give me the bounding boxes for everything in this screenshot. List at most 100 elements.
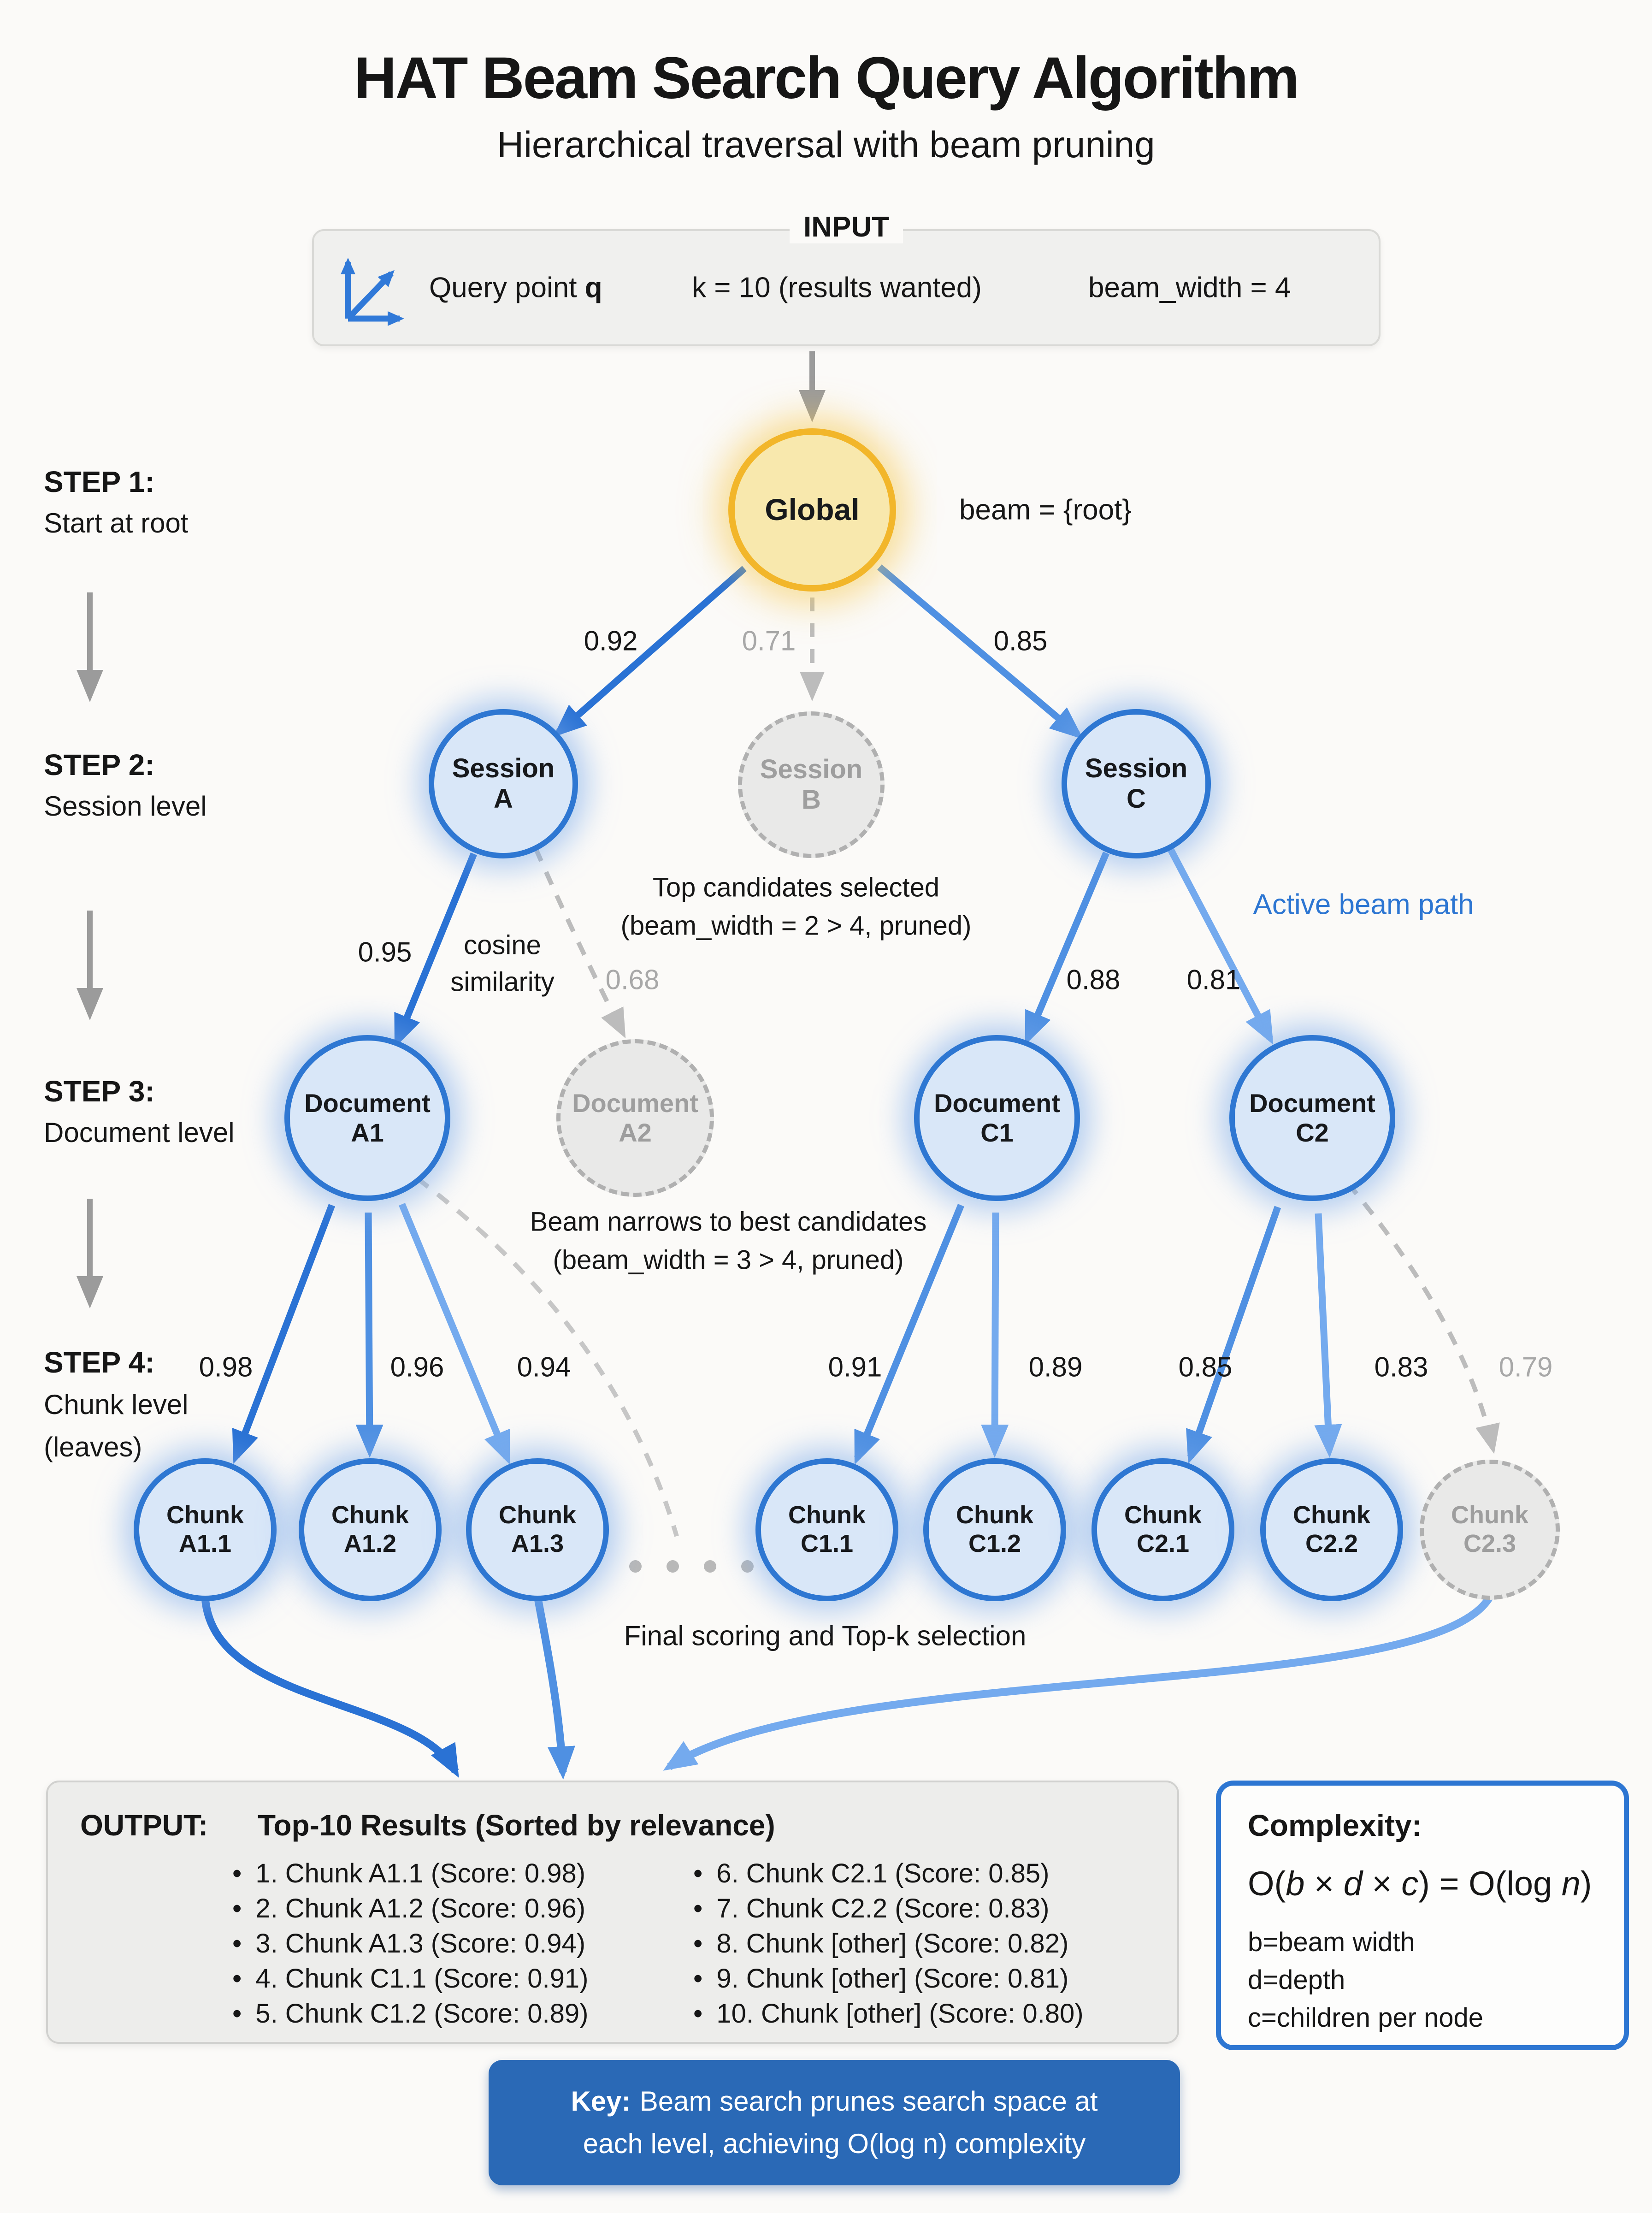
result-item: 9. Chunk [other] (Score: 0.81)	[693, 1961, 1084, 1996]
ellipsis-dots	[629, 1560, 754, 1573]
doc-c1-line2: C1	[980, 1118, 1014, 1147]
chunk-c21-line1: Chunk	[1124, 1501, 1202, 1529]
result-item: 2. Chunk A1.2 (Score: 0.96)	[232, 1891, 588, 1926]
score-chunk-c22: 0.83	[1374, 1351, 1428, 1383]
cosine-similarity-line1: cosine	[464, 930, 541, 960]
score-session-c-doc-c1: 0.88	[1066, 964, 1121, 995]
node-chunk-a12: Chunk A1.2	[299, 1458, 442, 1601]
cosine-similarity-line2: similarity	[450, 967, 555, 997]
input-beam-width: beam_width = 4	[1088, 272, 1291, 304]
score-chunk-a12: 0.96	[390, 1351, 444, 1383]
formula-part: O(	[1248, 1864, 1286, 1903]
step4-desc2: (leaves)	[44, 1432, 142, 1462]
chunk-c21-line2: C2.1	[1136, 1530, 1190, 1557]
result-item: 4. Chunk C1.1 (Score: 0.91)	[232, 1961, 588, 1996]
final-scoring-label: Final scoring and Top-k selection	[624, 1620, 1027, 1651]
complexity-formula: O(b × d × c) = O(log n)	[1248, 1864, 1592, 1903]
score-global-session-a: 0.92	[584, 625, 638, 657]
chunk-c23-line2: C2.3	[1463, 1530, 1516, 1557]
score-session-a-doc-a1: 0.95	[358, 936, 412, 968]
edge-doc-c2-chunk-c22	[1314, 1213, 1342, 1458]
step2-title: STEP 2:	[44, 748, 155, 781]
edge-doc-c2-chunk-c21	[1186, 1206, 1281, 1464]
top-candidates-note-line2: (beam_width = 2 > 4, pruned)	[620, 911, 972, 941]
page-title: HAT Beam Search Query Algorithm	[354, 45, 1299, 111]
session-b-line2: B	[802, 785, 821, 815]
edge-doc-a1-chunk-a13	[399, 1203, 510, 1465]
chunk-a11-line2: A1.1	[178, 1530, 232, 1557]
session-a-line2: A	[494, 784, 513, 814]
doc-c2-line1: Document	[1249, 1089, 1375, 1118]
key-line2: each level, achieving O(log n) complexit…	[583, 2128, 1086, 2159]
score-session-a-doc-a2: 0.68	[605, 964, 660, 995]
edge-session-c-doc-c1	[1025, 852, 1109, 1045]
step3-desc: Document level	[44, 1117, 235, 1148]
result-item: 10. Chunk [other] (Score: 0.80)	[693, 1996, 1083, 2031]
session-a-line1: Session	[452, 753, 555, 783]
chunk-a12-line2: A1.2	[343, 1530, 397, 1557]
edge-global-session-c	[877, 564, 1084, 740]
output-list-col2: 6. Chunk C2.1 (Score: 0.85) 7. Chunk C2.…	[693, 1856, 1084, 2031]
edge-doc-a1-pruned-chunks	[415, 1177, 679, 1537]
chunk-a13-line1: Chunk	[499, 1501, 576, 1529]
input-k: k = 10 (results wanted)	[692, 272, 982, 304]
chunk-c11-line1: Chunk	[788, 1501, 866, 1529]
node-session-b-pruned: Session B	[738, 711, 885, 858]
chunk-c12-line2: C1.2	[968, 1530, 1021, 1557]
result-item: 3. Chunk A1.3 (Score: 0.94)	[232, 1926, 588, 1961]
formula-var-d: d	[1343, 1864, 1363, 1903]
node-session-c: Session C	[1062, 709, 1211, 858]
chunk-a13-line2: A1.3	[511, 1530, 564, 1557]
formula-var-c: c	[1401, 1864, 1419, 1903]
node-chunk-c11: Chunk C1.1	[755, 1458, 898, 1601]
chunk-c11-line2: C1.1	[800, 1530, 854, 1557]
complexity-title: Complexity:	[1248, 1808, 1422, 1842]
result-item: 5. Chunk C1.2 (Score: 0.89)	[232, 1996, 588, 2031]
key-bold: Key:	[571, 2086, 631, 2117]
edge-global-session-a	[553, 566, 747, 737]
score-chunk-c11: 0.91	[828, 1351, 882, 1383]
step4-title: STEP 4:	[44, 1346, 155, 1379]
step2-desc: Session level	[44, 791, 207, 822]
output-title: Top-10 Results (Sorted by relevance)	[258, 1809, 775, 1842]
chunk-a11-line1: Chunk	[166, 1501, 244, 1529]
score-chunk-a11: 0.98	[199, 1351, 253, 1383]
node-doc-a2-pruned: Document A2	[556, 1039, 714, 1197]
node-chunk-c12: Chunk C1.2	[923, 1458, 1066, 1601]
arrow-chunks-to-output-left	[201, 1597, 459, 1778]
chunk-c22-line2: C2.2	[1305, 1530, 1358, 1557]
node-doc-a1: Document A1	[284, 1035, 450, 1201]
chunk-c12-line1: Chunk	[956, 1501, 1033, 1529]
score-chunk-c12: 0.89	[1028, 1351, 1083, 1383]
key-callout: Key:Beam search prunes search space at e…	[489, 2060, 1180, 2185]
session-c-line2: C	[1127, 784, 1146, 814]
arrow-chunks-to-output-mid	[533, 1595, 575, 1780]
doc-c2-line2: C2	[1296, 1118, 1329, 1147]
top-candidates-note-line1: Top candidates selected	[652, 872, 940, 903]
result-item: 1. Chunk A1.1 (Score: 0.98)	[232, 1856, 588, 1891]
score-chunk-c21: 0.85	[1178, 1351, 1233, 1383]
formula-var-b: b	[1286, 1864, 1305, 1903]
doc-a1-line1: Document	[304, 1089, 431, 1118]
node-global-root: Global	[728, 428, 896, 592]
beam-root-annotation: beam = {root}	[959, 494, 1132, 526]
session-b-line1: Session	[760, 754, 863, 784]
node-doc-c1: Document C1	[914, 1035, 1080, 1201]
chunk-c22-line1: Chunk	[1293, 1501, 1370, 1529]
edge-doc-a1-chunk-a12	[355, 1212, 384, 1458]
doc-c1-line1: Document	[934, 1089, 1060, 1118]
score-chunk-a13: 0.94	[517, 1351, 571, 1383]
step1-desc: Start at root	[44, 508, 189, 538]
edge-session-a-doc-a2-pruned	[533, 847, 626, 1039]
arrow-chunks-to-output-right	[663, 1595, 1493, 1771]
result-item: 8. Chunk [other] (Score: 0.82)	[693, 1926, 1084, 1961]
result-item: 7. Chunk C2.2 (Score: 0.83)	[693, 1891, 1084, 1926]
doc-a1-line2: A1	[351, 1118, 384, 1147]
node-global-label: Global	[765, 492, 860, 527]
session-c-line1: Session	[1085, 753, 1188, 783]
result-item: 6. Chunk C2.1 (Score: 0.85)	[693, 1856, 1084, 1891]
step3-title: STEP 3:	[44, 1075, 155, 1108]
edge-doc-a1-chunk-a11	[232, 1204, 336, 1464]
complexity-box: Complexity: O(b × d × c) = O(log n) b=be…	[1216, 1781, 1629, 2050]
